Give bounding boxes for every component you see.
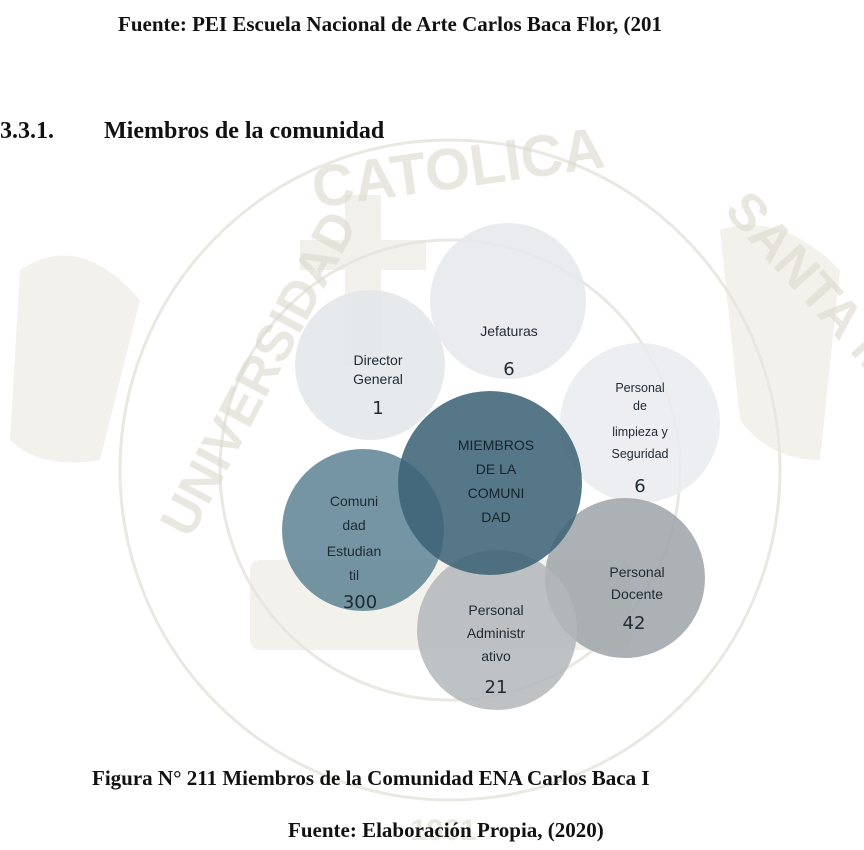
figure-source: Fuente: Elaboración Propia, (2020) — [288, 818, 604, 842]
node-estudiantil-label-3: Estudian — [327, 543, 381, 559]
right-ribbon-shape — [720, 225, 840, 460]
node-director-value: 1 — [372, 398, 383, 419]
section-number: 3.3.1. — [0, 118, 54, 144]
source-top-line: Fuente: PEI Escuela Nacional de Arte Car… — [118, 12, 663, 36]
node-jefaturas-label-1: Jefaturas — [480, 323, 538, 339]
node-jefaturas-value: 6 — [503, 359, 514, 380]
node-jefaturas-circle — [430, 223, 586, 379]
center-label-2: DE LA — [476, 461, 517, 477]
node-personal-docente: Personal Docente 42 — [545, 498, 705, 658]
cross-horizontal — [300, 240, 426, 270]
node-docente-value: 42 — [623, 613, 646, 634]
node-limpieza-label-2: de — [633, 399, 647, 413]
node-administrativo-label-3: ativo — [481, 648, 511, 664]
node-limpieza-seguridad: Personal de limpieza y Seguridad 6 — [560, 343, 720, 503]
node-administrativo-circle — [417, 550, 577, 710]
node-administrativo-label-2: Administr — [467, 625, 526, 641]
node-personal-administrativo: Personal Administr ativo 21 — [417, 550, 577, 710]
node-director-label-1: Director — [353, 352, 402, 368]
left-ribbon-shape — [10, 255, 140, 463]
node-estudiantil-label-4: til — [349, 567, 359, 583]
figure-caption: Figura N° 211 Miembros de la Comunidad E… — [92, 766, 650, 790]
node-estudiantil-value: 300 — [343, 592, 377, 613]
node-limpieza-label-3: limpieza y — [612, 425, 668, 439]
node-limpieza-label-4: Seguridad — [612, 447, 669, 461]
section-title: Miembros de la comunidad — [104, 118, 385, 144]
node-estudiantil-label-2: dad — [342, 517, 365, 533]
node-director-circle — [295, 290, 445, 440]
node-limpieza-value: 6 — [634, 476, 645, 497]
center-label-1: MIEMBROS — [458, 437, 534, 453]
node-director-label-2: General — [353, 371, 403, 387]
node-docente-label-2: Docente — [611, 586, 663, 602]
node-estudiantil-label-1: Comuni — [330, 493, 378, 509]
node-limpieza-circle — [560, 343, 720, 503]
node-director-general: Director General 1 — [295, 290, 445, 440]
node-docente-label-1: Personal — [609, 564, 664, 580]
center-node: MIEMBROS DE LA COMUNI DAD — [398, 391, 582, 575]
watermark-year-text: 1961 — [410, 814, 477, 847]
node-administrativo-label-1: Personal — [468, 602, 523, 618]
center-circle — [398, 391, 582, 575]
center-label-3: COMUNI — [468, 485, 525, 501]
node-jefaturas: Jefaturas 6 — [430, 223, 586, 380]
center-label-4: DAD — [481, 509, 511, 525]
node-administrativo-value: 21 — [485, 677, 508, 698]
node-docente-circle — [545, 498, 705, 658]
node-limpieza-label-1: Personal — [615, 381, 664, 395]
